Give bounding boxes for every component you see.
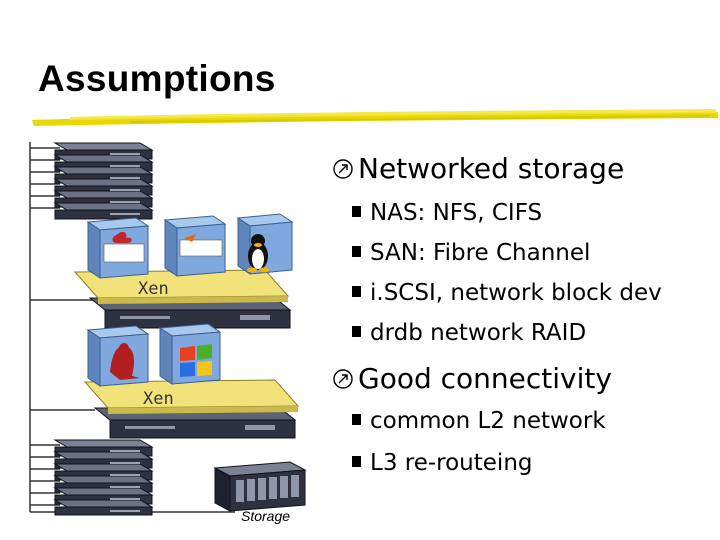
vm-solaris	[86, 217, 150, 279]
sub-bullet-text: NAS: NFS, CIFS	[370, 200, 543, 226]
square-bullet-icon	[352, 246, 361, 257]
storage-array-icon	[213, 461, 307, 512]
vm-windows	[158, 323, 222, 385]
bullet-good-connectivity: Good connectivity	[332, 362, 612, 395]
xen-host-2	[83, 323, 300, 439]
slide-title: Assumptions	[38, 58, 276, 99]
vm-linux	[236, 213, 294, 275]
sub-bullet: i.SCSI, network block dev	[352, 280, 662, 306]
square-bullet-icon	[352, 206, 361, 217]
sub-bullet: common L2 network	[352, 408, 606, 434]
sub-bullet-text: i.SCSI, network block dev	[370, 280, 662, 306]
storage-label: Storage	[241, 508, 291, 524]
sub-bullet-text: L3 re-routeing	[370, 450, 533, 476]
xen-label-2: Xen	[143, 389, 174, 409]
square-bullet-icon	[352, 326, 361, 337]
server-stack-top	[53, 142, 154, 220]
vm-freebsd	[86, 325, 150, 387]
bullet-text: Good connectivity	[358, 362, 612, 395]
xen-label-1: Xen	[138, 279, 169, 299]
sub-bullet: drdb network RAID	[352, 320, 586, 346]
square-bullet-icon	[352, 414, 361, 425]
square-bullet-icon	[352, 456, 361, 467]
sub-bullet-text: SAN: Fibre Channel	[370, 240, 591, 266]
sub-bullet-text: drdb network RAID	[370, 320, 587, 346]
bullet-arrow-icon	[333, 369, 353, 389]
bullet-arrow-icon	[333, 159, 353, 179]
title-underline	[32, 109, 718, 126]
server-stack-bottom	[53, 439, 154, 516]
square-bullet-icon	[352, 286, 361, 297]
xen-host-1	[73, 213, 294, 329]
bullet-networked-storage: Networked storage	[332, 152, 624, 185]
sub-bullet: L3 re-routeing	[352, 450, 533, 476]
vm-netbsd	[163, 215, 227, 277]
sub-bullet: SAN: Fibre Channel	[352, 240, 590, 266]
sub-bullet-text: common L2 network	[370, 408, 606, 434]
sub-bullet: NAS: NFS, CIFS	[352, 200, 542, 226]
bullet-text: Networked storage	[358, 152, 625, 185]
